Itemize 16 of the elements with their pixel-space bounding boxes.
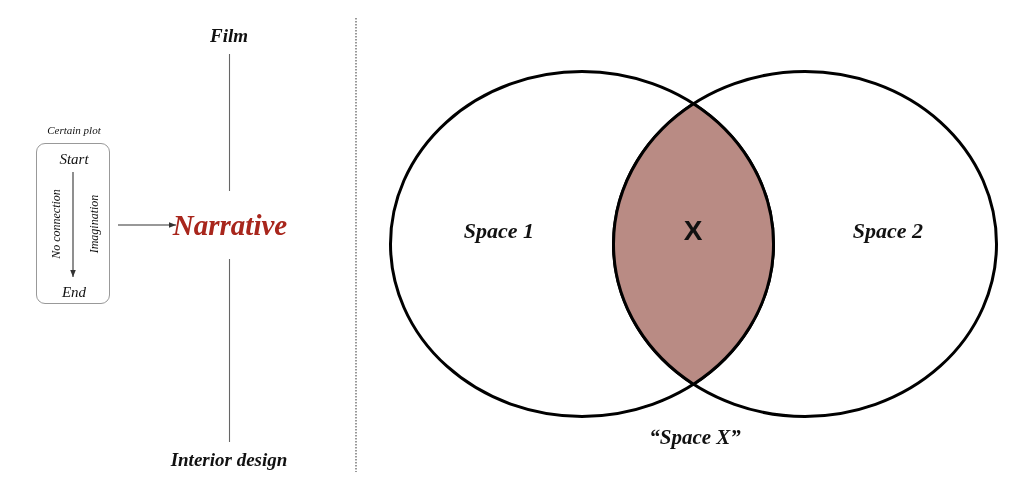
domain-label: Film [209, 24, 249, 48]
arrow [117, 222, 177, 228]
arrow [70, 171, 76, 278]
connector-line [228, 258, 231, 443]
end-label: End [60, 282, 88, 302]
central-term: Narrative [171, 207, 289, 243]
domain-label: Interior design [169, 448, 289, 472]
caption-label: “Space X” [648, 425, 742, 450]
set-label: Space 2 [851, 217, 925, 245]
box-heading: Certain plot [46, 123, 102, 138]
start-label: Start [58, 149, 90, 169]
intersection-label: X [682, 214, 704, 248]
axis-caption: No connection [48, 188, 64, 261]
axis-caption: Imagination [86, 193, 102, 256]
connector-line [228, 53, 231, 192]
set-label: Space 1 [462, 217, 536, 245]
